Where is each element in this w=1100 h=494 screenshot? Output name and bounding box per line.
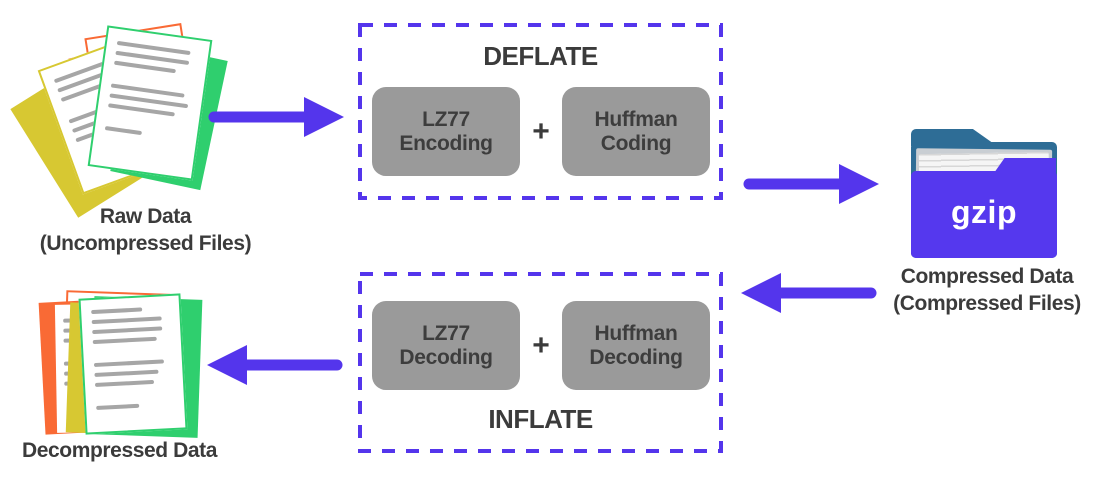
decompressed-data-caption: Decompressed Data bbox=[12, 437, 227, 464]
raw-files-icon bbox=[10, 23, 228, 218]
raw-data-caption-line1: Raw Data bbox=[99, 205, 192, 228]
lz77-encoding-line2: Encoding bbox=[399, 131, 493, 155]
inflate-title: INFLATE bbox=[488, 404, 593, 434]
compressed-data-caption: Compressed Data (Compressed Files) bbox=[878, 263, 1096, 317]
decompressed-data-caption-line1: Decompressed Data bbox=[21, 439, 218, 462]
paper-sheet bbox=[78, 293, 188, 435]
arrow-inflate-to-decompressed-icon bbox=[207, 345, 343, 385]
raw-data-caption: Raw Data (Uncompressed Files) bbox=[18, 203, 273, 257]
deflate-title: DEFLATE bbox=[483, 41, 598, 71]
decompressed-files-icon bbox=[30, 288, 203, 438]
folder-back-tab bbox=[911, 129, 997, 146]
gzip-folder-icon: gzip bbox=[911, 129, 1057, 258]
arrow-deflate-to-gzip-icon bbox=[743, 164, 879, 204]
deflate-group: DEFLATE LZ77 Encoding + Huffman Coding bbox=[358, 23, 723, 200]
lz77-decoding-line2: Decoding bbox=[399, 345, 493, 369]
plus-sign: + bbox=[532, 114, 550, 148]
folder-front: gzip bbox=[911, 171, 1057, 258]
gzip-label: gzip bbox=[951, 194, 1017, 230]
lz77-encoding-line1: LZ77 bbox=[422, 107, 470, 131]
lz77-decoding-line1: LZ77 bbox=[422, 321, 470, 345]
inflate-dashed-border bbox=[358, 272, 723, 453]
lz77-decoding-box: LZ77 Decoding bbox=[372, 301, 520, 390]
compressed-data-caption-line1: Compressed Data bbox=[900, 265, 1074, 288]
lz77-encoding-box: LZ77 Encoding bbox=[372, 87, 520, 176]
arrow-gzip-to-inflate-icon bbox=[741, 273, 877, 313]
compressed-data-caption-line2: (Compressed Files) bbox=[893, 292, 1081, 315]
inflate-group: LZ77 Decoding + Huffman Decoding INFLATE bbox=[358, 272, 723, 453]
arrow-raw-to-deflate-icon bbox=[208, 97, 344, 137]
folder-front-tab bbox=[994, 158, 1056, 173]
huffman-decoding-box: Huffman Decoding bbox=[562, 301, 710, 390]
huffman-coding-line1: Huffman bbox=[594, 107, 678, 131]
huffman-coding-box: Huffman Coding bbox=[562, 87, 710, 176]
raw-data-caption-line2: (Uncompressed Files) bbox=[39, 232, 252, 255]
huffman-coding-line2: Coding bbox=[600, 131, 672, 155]
paper-sheet bbox=[87, 25, 213, 181]
deflate-dashed-border bbox=[358, 23, 723, 200]
huffman-decoding-line1: Huffman bbox=[594, 321, 678, 345]
huffman-decoding-line2: Decoding bbox=[589, 345, 683, 369]
plus-sign: + bbox=[532, 328, 550, 362]
